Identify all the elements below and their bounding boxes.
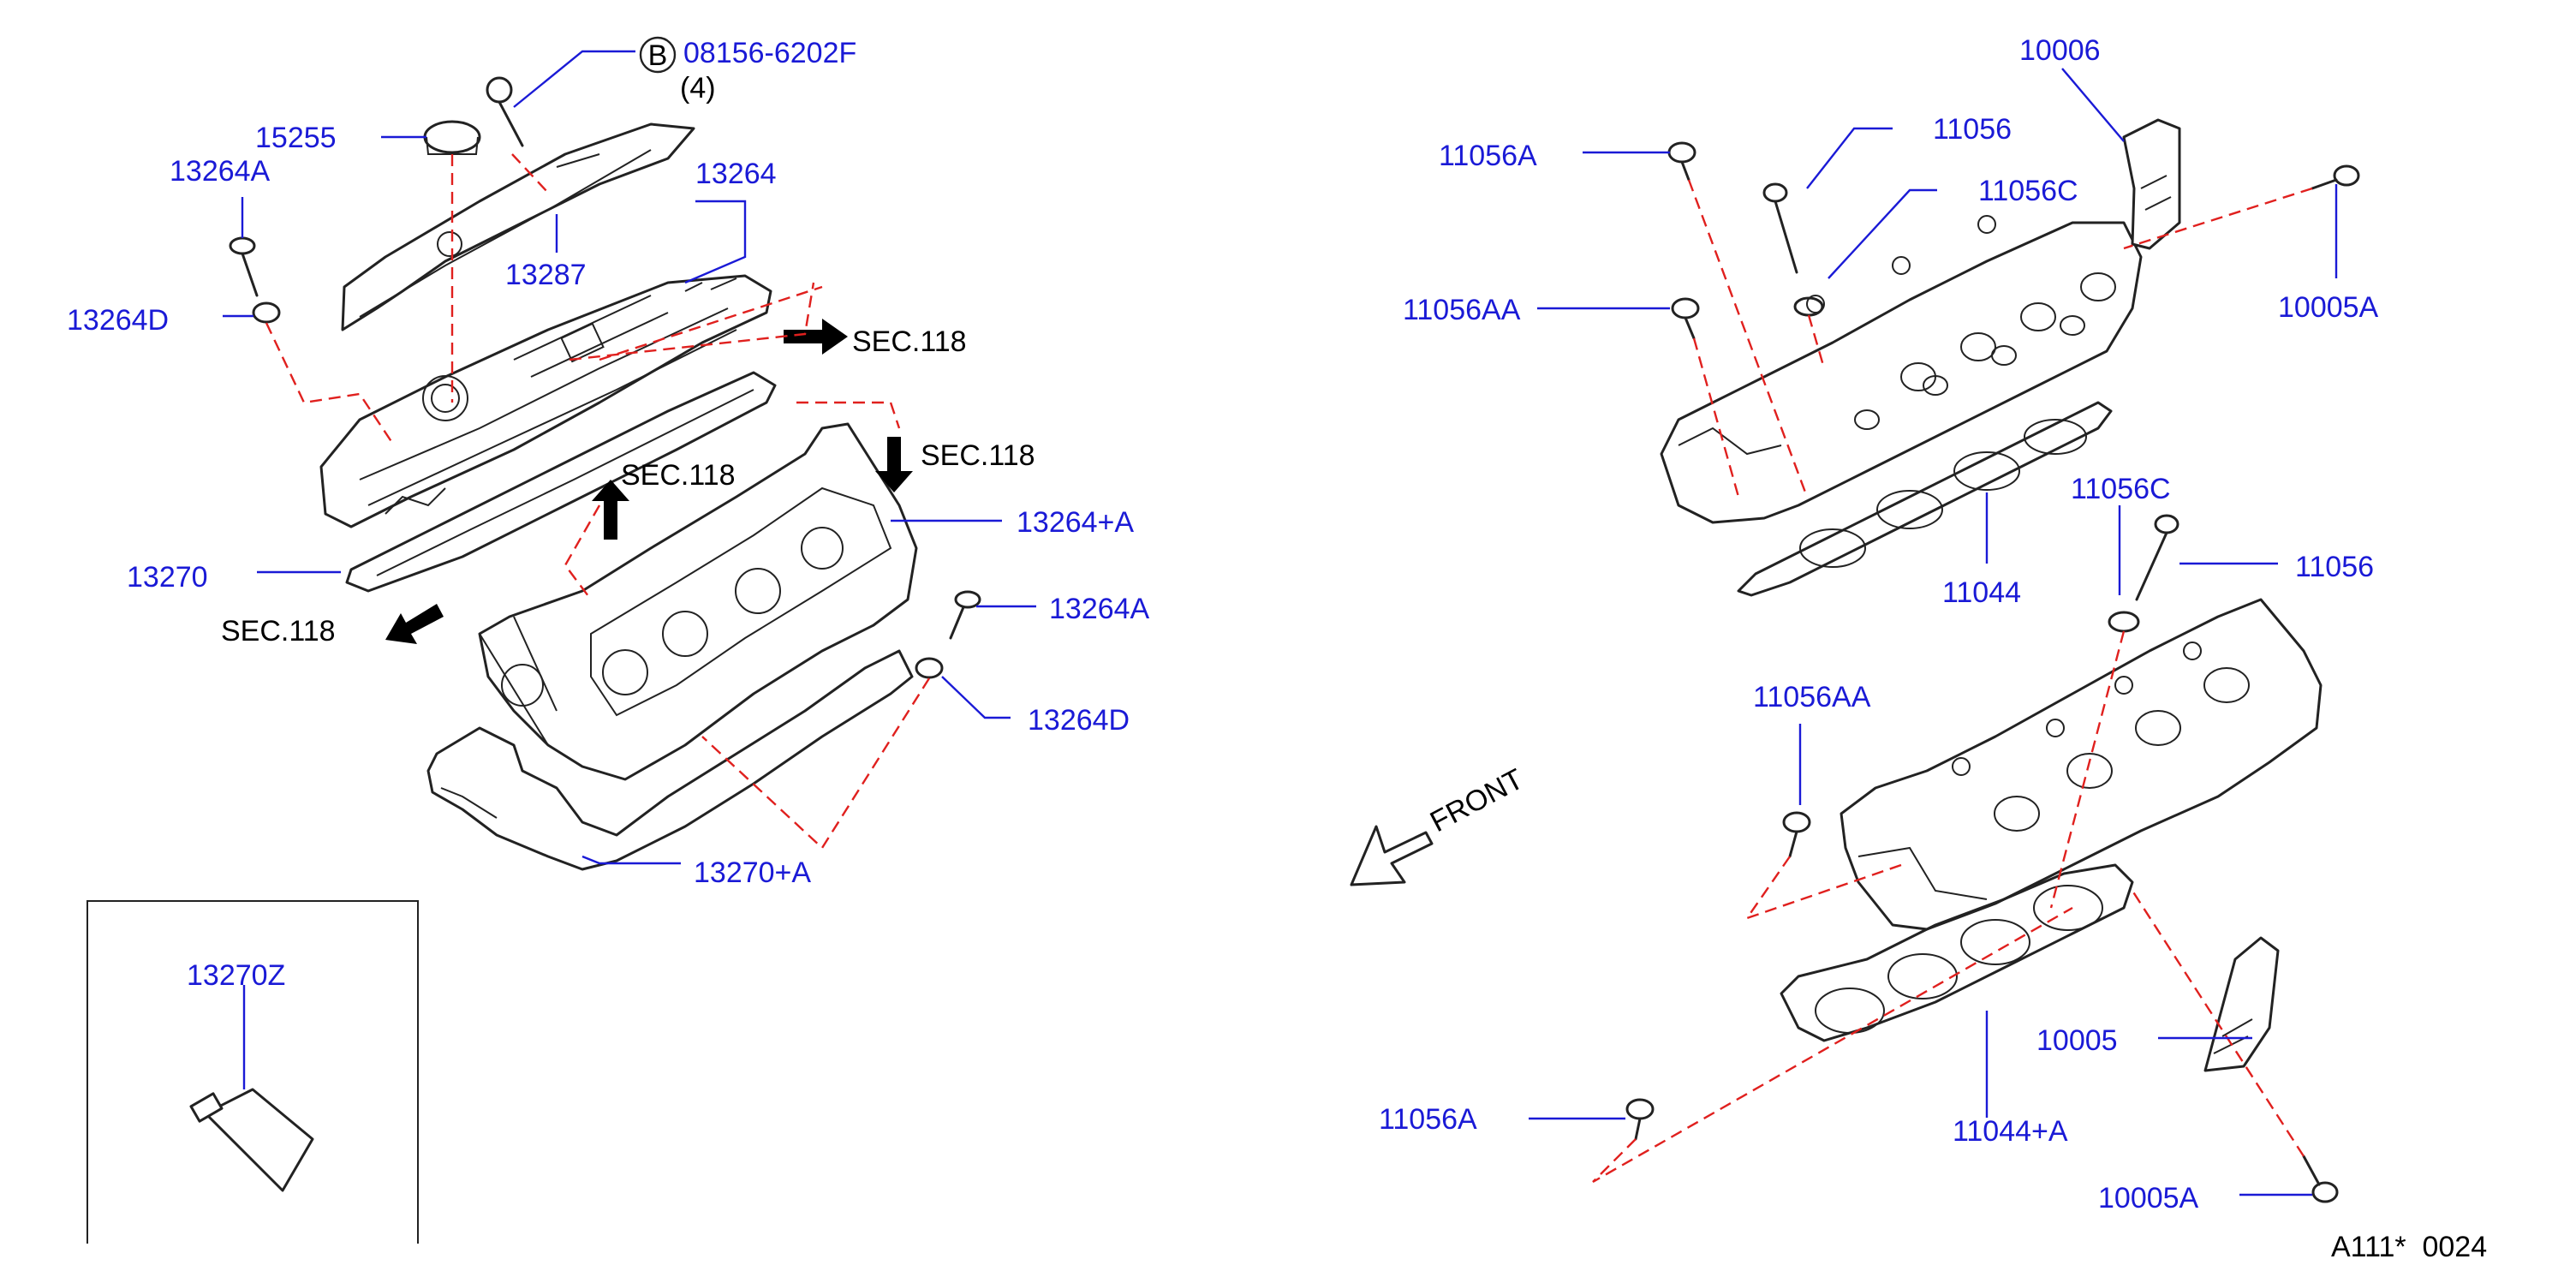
arrow-right-icon	[784, 319, 848, 355]
label-15255: 15255	[255, 122, 337, 154]
label-11056-upper: 11056	[1933, 113, 2012, 146]
label-sec118-up: SEC.118	[621, 459, 736, 492]
label-10005A-upper: 10005A	[2278, 291, 2379, 324]
bolt-11056A-upper	[1667, 141, 1696, 182]
label-13264A-upper: 13264A	[170, 155, 271, 188]
diagram-code: A111* 0024	[2331, 1231, 2487, 1263]
leaders-right	[1529, 68, 2338, 1196]
cylinder-head-lower	[1840, 598, 2323, 931]
washer-13264D-lower	[915, 657, 944, 679]
label-08156-6202F: 08156-6202F	[683, 37, 856, 69]
bolt-13264A-upper	[229, 236, 259, 297]
label-11056C-upper: 11056C	[1978, 175, 2078, 207]
bolt-08156-6202F	[486, 76, 524, 147]
label-11056A-upper: 11056A	[1439, 140, 1537, 172]
label-11056A-lower: 11056A	[1379, 1103, 1477, 1136]
gasket-13270-plus-a	[426, 649, 914, 871]
dashed-guides-right	[1592, 179, 2313, 1184]
cylinder-head-upper	[1660, 215, 2143, 524]
head-gasket-11044-plus-a	[1780, 863, 2134, 1042]
bolt-11056AA-lower	[1782, 811, 1811, 858]
bolt-11056-upper	[1762, 182, 1798, 274]
label-13264: 13264	[695, 158, 777, 190]
label-10005A-lower: 10005A	[2098, 1182, 2199, 1214]
arrow-down-icon	[875, 437, 913, 492]
labels: B 08156-6202F (4) 15255 13264A 13264 132…	[67, 34, 2487, 1263]
bracket-10005	[2203, 936, 2280, 1072]
label-13270-plus-a: 13270+A	[694, 856, 811, 889]
rocker-cover-lower	[478, 422, 918, 781]
label-08156-qty: (4)	[680, 72, 716, 104]
head-gasket-11044	[1737, 401, 2113, 597]
label-13287: 13287	[505, 259, 587, 291]
sealant-tube-icon	[189, 1088, 314, 1192]
label-13264D-upper: 13264D	[67, 304, 169, 337]
label-13270: 13270	[127, 561, 208, 594]
bolt-11056A-lower	[1625, 1098, 1655, 1141]
label-sec118-down: SEC.118	[921, 439, 1035, 472]
label-front: FRONT	[1425, 763, 1529, 839]
leaders-left	[223, 50, 1036, 865]
label-11056-lower: 11056	[2295, 551, 2374, 583]
inset-box-13270z	[86, 900, 419, 1244]
cover-garnish-13287	[341, 122, 695, 331]
badge-b-label: B	[648, 39, 668, 72]
bolt-11056-lower	[2135, 514, 2179, 601]
label-11056C-lower: 11056C	[2071, 473, 2171, 505]
oil-filler-cap-15255	[423, 120, 481, 155]
bolt-10005A-lower	[2302, 1155, 2339, 1203]
label-10005: 10005	[2036, 1024, 2118, 1057]
bracket-10006	[2122, 118, 2181, 250]
label-13264-plus-a: 13264+A	[1017, 506, 1134, 539]
rocker-cover-upper	[319, 274, 772, 528]
washer-11056C-upper	[1793, 296, 1824, 317]
label-11044-plus-a: 11044+A	[1953, 1115, 2068, 1148]
label-13264A-lower: 13264A	[1049, 593, 1150, 625]
bolt-11056AA-upper	[1671, 297, 1700, 340]
front-arrow-icon	[1350, 825, 1434, 886]
bolt-10005A-upper	[2311, 164, 2360, 190]
arrow-up-icon	[592, 480, 629, 540]
label-13270Z: 13270Z	[187, 959, 285, 992]
dashed-guides-left	[265, 153, 931, 850]
gasket-13270	[345, 371, 777, 593]
badge-b	[639, 36, 677, 74]
washer-11056C-lower	[2108, 611, 2140, 633]
label-11056AA-upper: 11056AA	[1403, 294, 1521, 326]
label-13264D-lower: 13264D	[1028, 704, 1130, 737]
arrow-down-left-icon	[385, 604, 444, 644]
label-sec118-right: SEC.118	[852, 325, 967, 358]
bolt-13264A-lower	[949, 590, 981, 640]
label-10006: 10006	[2019, 34, 2101, 67]
label-11044: 11044	[1942, 576, 2021, 609]
label-11056AA-lower: 11056AA	[1753, 681, 1871, 713]
washer-13264D-upper	[252, 301, 281, 324]
label-sec118-left: SEC.118	[221, 615, 336, 647]
